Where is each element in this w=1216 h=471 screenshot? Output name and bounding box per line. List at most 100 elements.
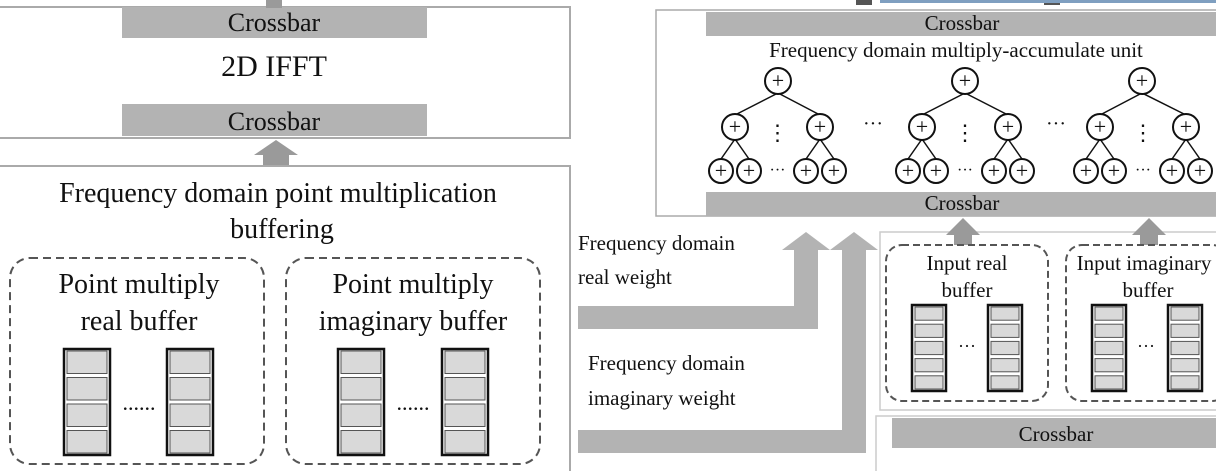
- ifft-top-crossbar: [122, 7, 427, 38]
- imag-buffer-label-line2: imaginary buffer: [319, 306, 508, 337]
- imag-buffer-label-line1: Point multiply: [332, 269, 493, 300]
- adder-node: +: [736, 158, 762, 184]
- input-real-buffer-label-line2: buffer: [942, 278, 993, 302]
- buffering-title-line2: buffering: [230, 214, 334, 245]
- real-buffer-label-line2: real buffer: [81, 306, 199, 337]
- tree-gap-dots-2: ···: [1046, 113, 1066, 135]
- input-real-buffer-box: [885, 244, 1049, 402]
- tree-edge: [1007, 138, 1023, 160]
- tree-leaf-dots: ···: [957, 162, 973, 179]
- tree-vertical-dots: ⋮: [1132, 120, 1154, 145]
- input-real-buffer-dots: ···: [958, 336, 976, 356]
- adder-node: +: [764, 67, 792, 95]
- adder-node: +: [721, 113, 749, 141]
- imag-weight-label-line2: imaginary weight: [588, 386, 736, 410]
- adder-circle: [793, 158, 819, 184]
- adder-circle: [708, 158, 734, 184]
- adder-circle: [908, 113, 936, 141]
- adder-circle: [1073, 158, 1099, 184]
- adder-circle: [923, 158, 949, 184]
- input-imag-stack-last-cell: [1170, 323, 1200, 338]
- adder-circle: [1086, 113, 1114, 141]
- adder-node: +: [1073, 158, 1099, 184]
- mac-title: Frequency domain multiply-accumulate uni…: [769, 38, 1143, 62]
- real-buffer-stack-first-cell: [66, 350, 108, 374]
- tree-edge: [1171, 138, 1187, 160]
- adder-circle: [1128, 67, 1156, 95]
- adder-circle: [981, 158, 1007, 184]
- adder-tree-3: +++++++⋮···: [1073, 67, 1213, 184]
- tree-edge: [907, 138, 923, 160]
- adder-circle: [994, 113, 1022, 141]
- adder-node: +: [1009, 158, 1035, 184]
- tree-edge: [1185, 138, 1201, 160]
- tree-edge: [993, 138, 1009, 160]
- ifft-top-crossbar-label: Crossbar: [228, 8, 321, 37]
- adder-plus: +: [729, 114, 741, 139]
- imag-buffer-stack-last: [440, 347, 490, 457]
- imag-buffer-stack-last-cell: [444, 350, 486, 374]
- imag-buffer-box: [285, 257, 541, 465]
- adder-circle: [1159, 158, 1185, 184]
- ifft-label: 2D IFFT: [221, 50, 327, 83]
- mac-top-crossbar: [706, 12, 1216, 36]
- tree-edge: [819, 138, 835, 160]
- input-real-buffer-stacks: [910, 303, 1024, 393]
- imag-weight-label-line1: Frequency domain: [588, 351, 745, 375]
- adder-circle: [736, 158, 762, 184]
- imag-buffer-stack-first: [336, 347, 386, 457]
- input-imag-buffer-label-line2: buffer: [1123, 278, 1174, 302]
- imag-buffer-stack-last-cell: [444, 430, 486, 454]
- input-imag-stack-last-cell: [1170, 358, 1200, 373]
- input-real-stack-last-cell: [990, 340, 1020, 356]
- real-buffer-stack-first: [62, 347, 112, 457]
- adder-plus: +: [743, 158, 755, 183]
- adder-node: +: [1187, 158, 1213, 184]
- imag-buffer-stack-first-cell: [340, 403, 382, 427]
- imag-buffer-stacks: [336, 347, 490, 457]
- tree-edge: [921, 92, 966, 116]
- adder-tree-2: +++++++⋮···: [895, 67, 1035, 184]
- up-arrow-input-real: [946, 218, 980, 245]
- adder-trees: +++++++⋮···+++++++⋮···+++++++⋮···: [708, 67, 1213, 184]
- adder-node: +: [895, 158, 921, 184]
- input-imag-buffer-box: [1065, 244, 1216, 402]
- adder-circle: [821, 158, 847, 184]
- up-arrow-left: [254, 140, 298, 166]
- input-imag-stack-first-cell: [1094, 306, 1124, 321]
- input-imag-buffer-dots: ···: [1137, 336, 1155, 356]
- input-real-stack-last-cell: [990, 358, 1020, 373]
- real-buffer-stack-last: [165, 347, 215, 457]
- tree-vertical-dots: ⋮: [767, 120, 789, 145]
- tree-edge: [964, 92, 1009, 116]
- real-buffer-label-line1: Point multiply: [58, 269, 219, 300]
- adder-plus: +: [828, 158, 840, 183]
- top-edge-line: [880, 0, 1216, 3]
- adder-circle: [1172, 113, 1200, 141]
- input-real-stack-last: [986, 303, 1024, 393]
- imag-buffer-stack-first-cell: [340, 350, 382, 374]
- adder-plus: +: [1166, 158, 1178, 183]
- adder-circle: [764, 67, 792, 95]
- tree-gap-dots-1: ···: [863, 113, 883, 135]
- imag-buffer-stack-first-cell: [340, 377, 382, 401]
- input-real-stack-first-cell: [914, 306, 944, 321]
- imag-weight-arrow: [578, 232, 878, 453]
- right-panel: Crossbar Frequency domain multiply-accum…: [578, 0, 1216, 471]
- real-buffer-stack-last-cell: [169, 430, 211, 454]
- input-real-stack-first-cell: [914, 358, 944, 373]
- adder-node: +: [1101, 158, 1127, 184]
- lower-crossbar-label: Crossbar: [1019, 422, 1094, 446]
- adder-plus: +: [916, 114, 928, 139]
- top-mark-1: [856, 0, 872, 5]
- adder-circle: [1101, 158, 1127, 184]
- adder-node: +: [708, 158, 734, 184]
- input-real-stack-first: [910, 303, 948, 393]
- tree-edge: [921, 138, 937, 160]
- real-buffer-box: [9, 257, 265, 465]
- adder-node: +: [1128, 67, 1156, 95]
- adder-plus: +: [1108, 158, 1120, 183]
- input-imag-stack-first: [1090, 303, 1128, 393]
- adder-plus: +: [1002, 114, 1014, 139]
